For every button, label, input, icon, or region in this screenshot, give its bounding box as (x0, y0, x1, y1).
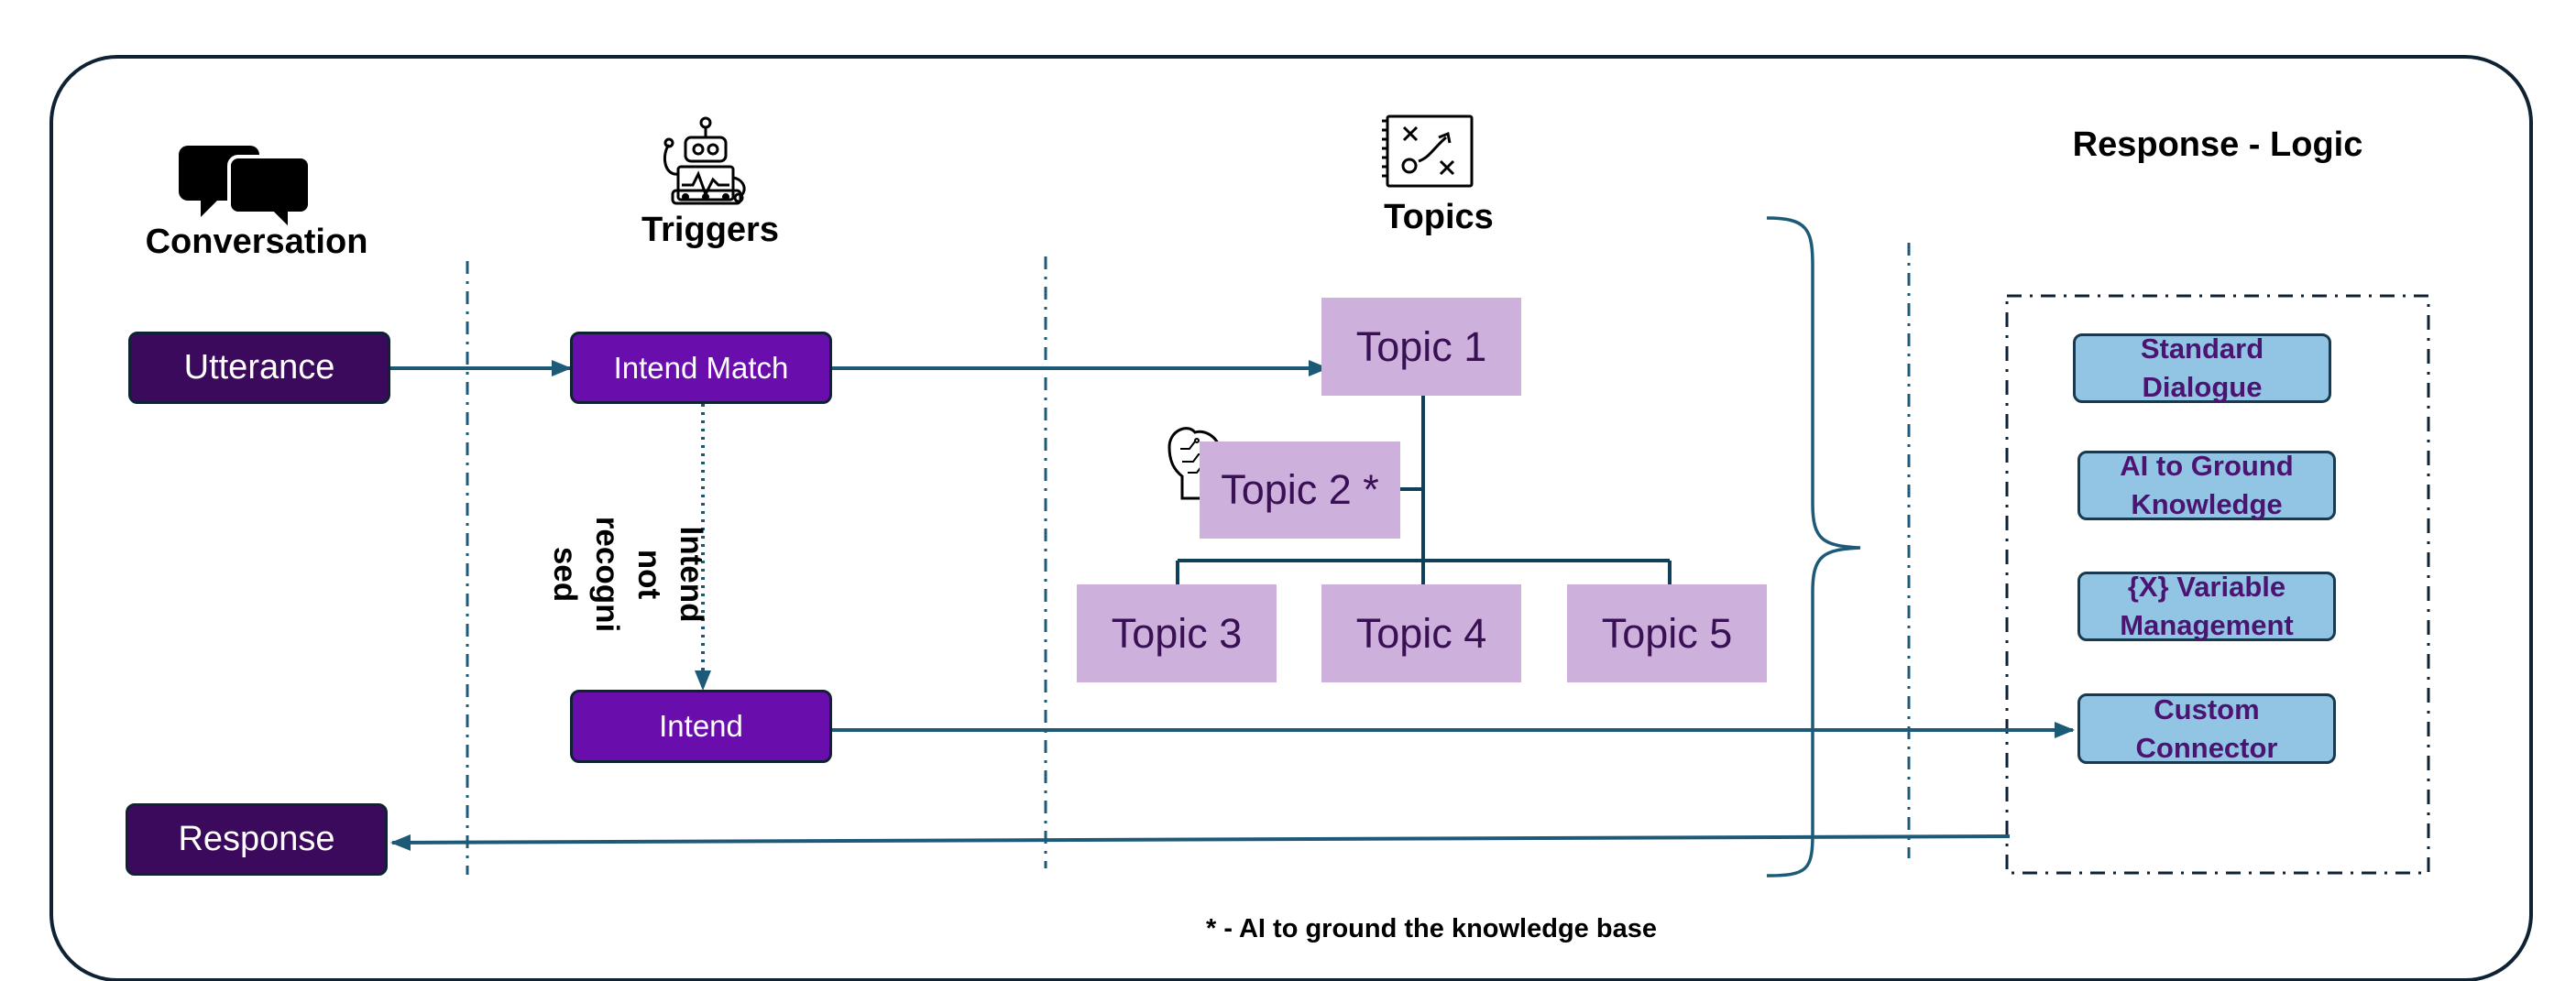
outer-frame (49, 55, 2533, 981)
header-response-logic: Response - Logic (2072, 125, 2363, 164)
logic-custom-connector: Custom Connector (2077, 693, 2336, 764)
response-logic-container (2005, 294, 2430, 875)
header-triggers: Triggers (641, 211, 779, 249)
header-topics: Topics (1384, 198, 1494, 236)
topic-2-box: Topic 2 * (1200, 441, 1400, 539)
topic-1-box: Topic 1 (1321, 298, 1521, 396)
response-box: Response (126, 803, 388, 876)
topic-4-box: Topic 4 (1321, 584, 1521, 682)
chat-bubbles-icon (179, 146, 312, 234)
logic-ai-to-ground-knowledge: AI to Ground Knowledge (2077, 450, 2336, 520)
intend-match-box: Intend Match (570, 332, 832, 404)
footnote: * - AI to ground the knowledge base (1206, 914, 1657, 943)
topics-curly-brace (1766, 216, 1861, 877)
strategy-board-icon (1382, 114, 1474, 188)
logic-standard-dialogue: Standard Dialogue (2073, 332, 2331, 403)
intend-not-recognised-label: Intend not recogni sed (547, 516, 709, 633)
robot-icon (663, 116, 746, 205)
topic-5-box: Topic 5 (1567, 584, 1767, 682)
utterance-box: Utterance (128, 332, 390, 404)
intend-box: Intend (570, 690, 832, 763)
header-conversation: Conversation (145, 223, 368, 261)
arrow-logic-to-response (390, 834, 2011, 851)
topic-3-box: Topic 3 (1077, 584, 1277, 682)
logic-variable-management: {X} Variable Management (2077, 571, 2336, 641)
topic-tree-connectors (1176, 396, 1672, 584)
